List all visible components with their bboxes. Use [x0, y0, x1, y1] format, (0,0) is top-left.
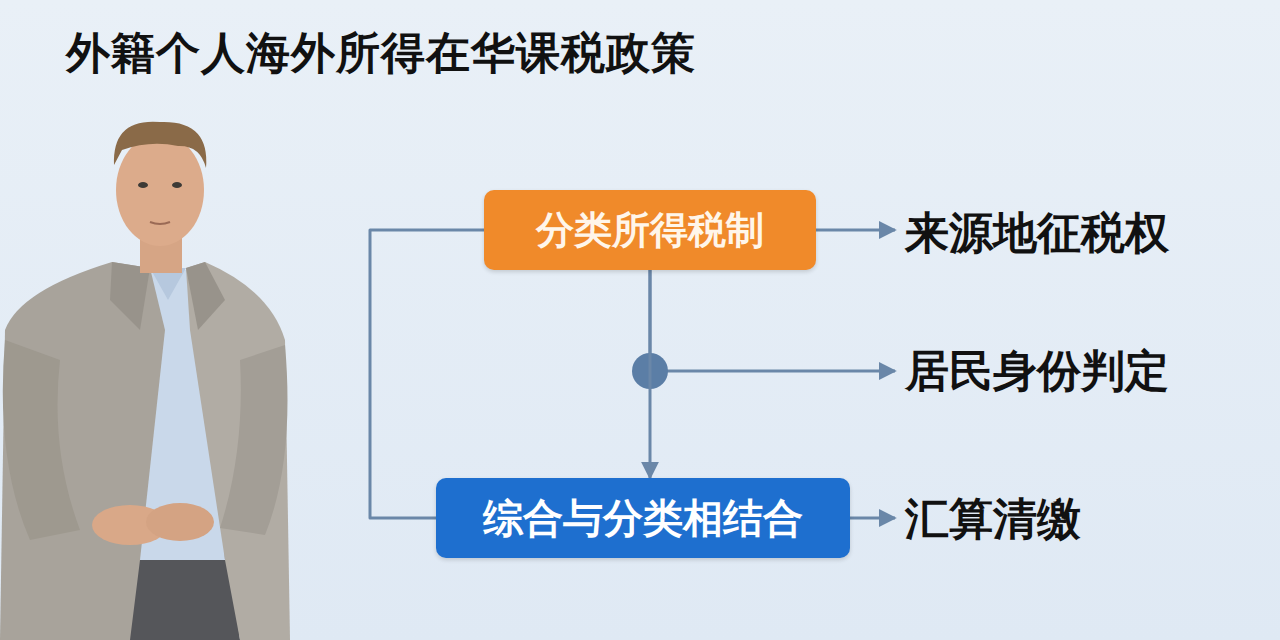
- flow-connector: [816, 229, 895, 232]
- outcome-label: 汇算清缴: [905, 490, 1085, 549]
- node-text: 来源地征税权: [905, 204, 1169, 263]
- outcome-label: 居民身份判定: [905, 342, 1173, 401]
- flow-connector: [850, 517, 895, 520]
- node-text: 综合与分类相结合: [483, 491, 803, 546]
- node-text: 居民身份判定: [905, 342, 1169, 401]
- node-text: 汇算清缴: [905, 490, 1081, 549]
- node-text: 分类所得税制: [536, 205, 764, 256]
- diagram-title: 外籍个人海外所得在华课税政策: [66, 24, 696, 83]
- flow-connector: [650, 270, 895, 371]
- flow-connector: [370, 230, 484, 518]
- process-box: 综合与分类相结合: [436, 478, 850, 558]
- process-box: 分类所得税制: [484, 190, 816, 270]
- flow-connector: [649, 270, 652, 478]
- outcome-label: 来源地征税权: [905, 204, 1173, 263]
